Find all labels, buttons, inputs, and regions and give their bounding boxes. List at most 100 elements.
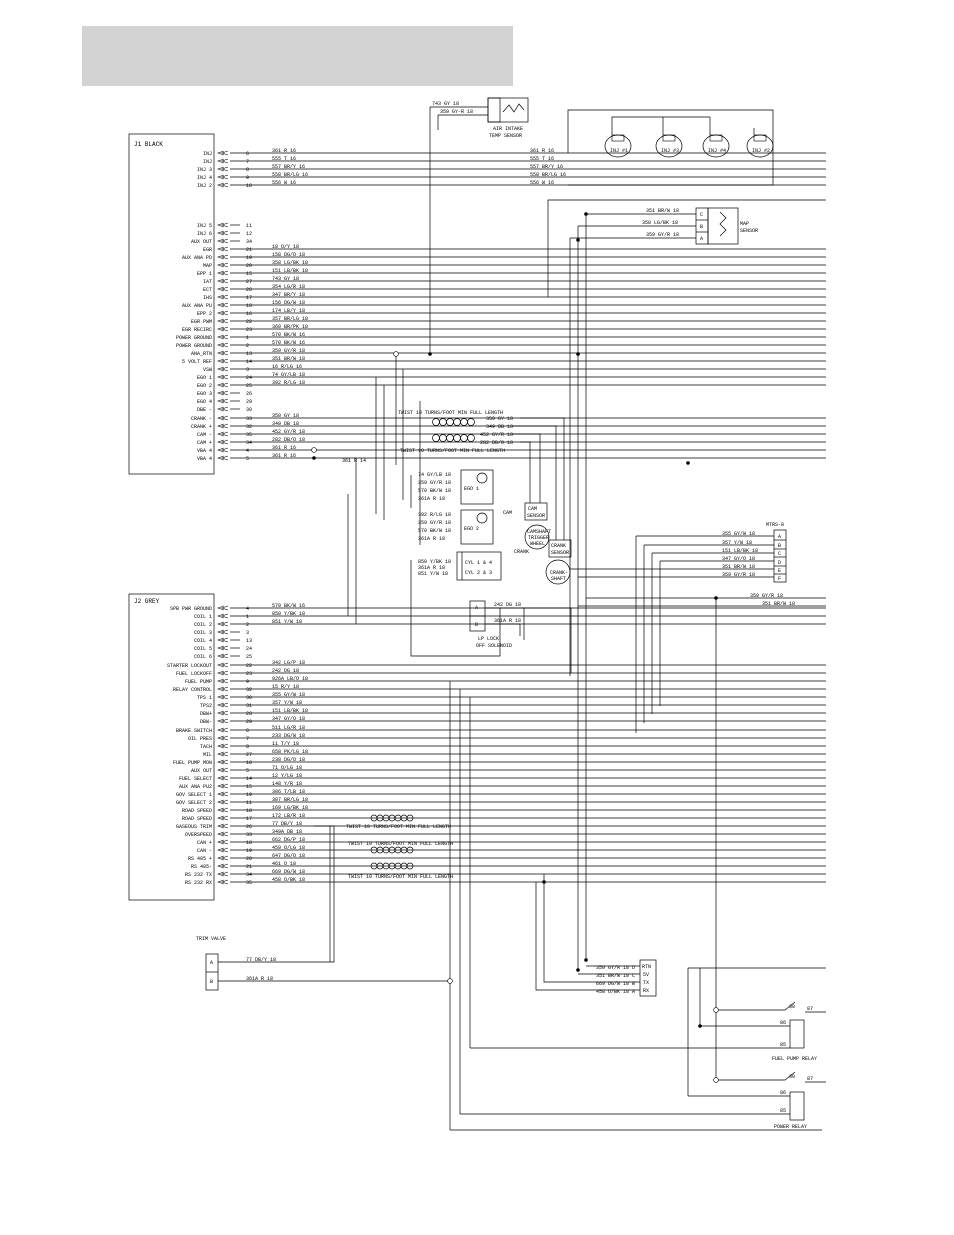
j1-pin-name: CAM +: [197, 440, 212, 446]
ego1-wire-1: 74 GY/LB 18: [418, 472, 451, 478]
j1-pin-number: 14: [246, 359, 252, 365]
iat-label-1: AIR INTAKE: [493, 126, 523, 132]
junction-dot: [576, 238, 580, 242]
j2-pin-terminal-icon: [217, 863, 229, 869]
j1-pin-number: 3: [246, 367, 249, 373]
coil-wire-3: 851 Y/W 18: [418, 571, 448, 577]
j1-wire-label: 570 BK/W 16: [272, 332, 305, 338]
j2-wire-label: 461 O 18: [272, 861, 296, 867]
j2-pin-number: 32: [246, 687, 252, 693]
j1-pin-terminal-icon: [217, 415, 229, 421]
trim-pin-b: B: [210, 979, 213, 985]
splice-circle: [447, 978, 453, 984]
j1-pin-number: 21: [246, 247, 252, 253]
inj-right-wire-label: 555 T 16: [530, 156, 554, 162]
j2-pin-terminal-icon: [217, 710, 229, 716]
j2-pin-name: SPB PWR GROUND: [170, 606, 212, 612]
j2-pin-name: RS 232 TX: [185, 872, 212, 878]
j2-wire-label: 11 T/Y 18: [272, 741, 299, 747]
j2-pin-number: 33: [246, 832, 252, 838]
inj-right-wire-label: 557 BR/Y 16: [530, 164, 563, 170]
j2-pin-number: 10: [246, 760, 252, 766]
map-wire-a: 359 GY/R 18: [646, 232, 679, 238]
coil-label-2: CYL 2 & 3: [465, 570, 492, 576]
twist-note-upper-1: TWIST 10 TURNS/FOOT MIN FULL LENGTH: [398, 410, 503, 416]
j1-pin-number: 6: [246, 151, 249, 157]
j2-pin-number: 13: [246, 638, 252, 644]
j2-pin-number: 20: [246, 856, 252, 862]
j2-pin-name: STARTER LOCKOUT: [167, 663, 212, 669]
j2-wire-label: 647 DG/O 18: [272, 853, 305, 859]
j2-wire-label: 459 O/LG 18: [272, 845, 305, 851]
j2-pin-name: CAN -: [197, 848, 212, 854]
j1-pin-name: VBA 4: [197, 456, 212, 462]
j2-wire-label: 349A DB 18: [272, 829, 302, 835]
j1-pin-name: INJ: [203, 159, 212, 165]
rtn-box-1: RTN: [642, 964, 651, 970]
j2-wire-label: 355 GY/W 18: [272, 692, 305, 698]
map-wire-b: 358 LG/BK 18: [642, 220, 678, 226]
j1-pin-number: 33: [246, 416, 252, 422]
j1-pin-terminal-icon: [217, 278, 229, 284]
j1-pin-terminal-icon: [217, 390, 229, 396]
j1-pin-terminal-icon: [217, 366, 229, 372]
j1-pin-terminal-icon: [217, 382, 229, 388]
j1-wire-label: 347 BR/Y 18: [272, 292, 305, 298]
power-relay-box: [789, 1091, 805, 1121]
j2-pin-number: 28: [246, 711, 252, 717]
j1-pin-terminal-icon: [217, 310, 229, 316]
lp-wire-a: 242 DG 18: [494, 602, 521, 608]
twist-note-lower-3: TWIST 10 TURNS/FOOT MIN FULL LENGTH: [348, 874, 453, 880]
j2-pin-terminal-icon: [217, 767, 229, 773]
j2-pin-terminal-icon: [217, 718, 229, 724]
lp-label-1: LP LOCK: [478, 636, 499, 642]
ego2-wire-2: 359 GY/R 18: [418, 520, 451, 526]
j1-pin-number: 11: [246, 223, 252, 229]
j1-pin-name: EPP 2: [197, 311, 212, 317]
j2-pin-number: 8: [246, 744, 249, 750]
j2-pin-name: COIL 3: [194, 630, 212, 636]
crank-sensor-box: [548, 539, 572, 558]
j2-pin-terminal-icon: [217, 871, 229, 877]
j2-pin-number: 24: [246, 646, 252, 652]
j1-pin-terminal-icon: [217, 302, 229, 308]
j2-wire-label: 669 DG/W 18: [272, 869, 305, 875]
j2-wire-label: 347 GY/O 18: [272, 716, 305, 722]
j2-pin-name: GOV SELECT 1: [176, 792, 212, 798]
fp-relay-pin-86: 86: [780, 1020, 786, 1026]
j2-pin-number: 25: [246, 654, 252, 660]
j2-pin-number: 1: [246, 614, 249, 620]
tps-wire-a: 355 GY/W 18: [722, 531, 755, 537]
j1-pin-name: ANA_RTN: [191, 351, 212, 357]
j1-wire-label: 743 GY 18: [272, 276, 299, 282]
j1-pin-name: EGO 3: [197, 391, 212, 397]
j2-wire-label: 233 DG/W 18: [272, 733, 305, 739]
iat-label-2: TEMP SENSOR: [489, 133, 522, 139]
fuel-pump-relay-label: FUEL PUMP RELAY: [772, 1056, 817, 1062]
j2-pin-number: 27: [246, 752, 252, 758]
j1-pin-number: 12: [246, 231, 252, 237]
cam-sensor-label-2: SENSOR: [527, 513, 545, 519]
j1-pin-number: 30: [246, 407, 252, 413]
j2-pin-name: ROAD SPEED: [182, 816, 212, 822]
j2-wire-label: 342 LG/P 18: [272, 660, 305, 666]
ego2-wire-4: 361A R 18: [418, 536, 445, 542]
trim-title: TRIM VALVE: [196, 936, 226, 942]
j1-wire-label: 361 R 16: [272, 453, 296, 459]
j1-pin-terminal-icon: [217, 166, 229, 172]
j2-pin-number: 15: [246, 784, 252, 790]
cam-minus-right-wire: 452 GY/R 18: [480, 432, 513, 438]
inj-right-wire-label: 556 W 16: [530, 180, 554, 186]
j1-pin-number: 18: [246, 303, 252, 309]
map-pin-c: C: [700, 212, 703, 218]
coil-wire-2: 361A R 18: [418, 565, 445, 571]
j2-pin-name: COIL 2: [194, 622, 212, 628]
rtn-wire-c: 351 BR/W 18 C: [596, 973, 635, 979]
lp-pin-a: A: [475, 605, 478, 611]
injector-label: INJ #2: [752, 148, 770, 154]
ego2-wire-3: 570 BK/W 18: [418, 528, 451, 534]
j1-pin-terminal-icon: [217, 286, 229, 292]
j2-pin-name: FUEL PUMP MON: [173, 760, 212, 766]
j2-pin-terminal-icon: [217, 621, 229, 627]
